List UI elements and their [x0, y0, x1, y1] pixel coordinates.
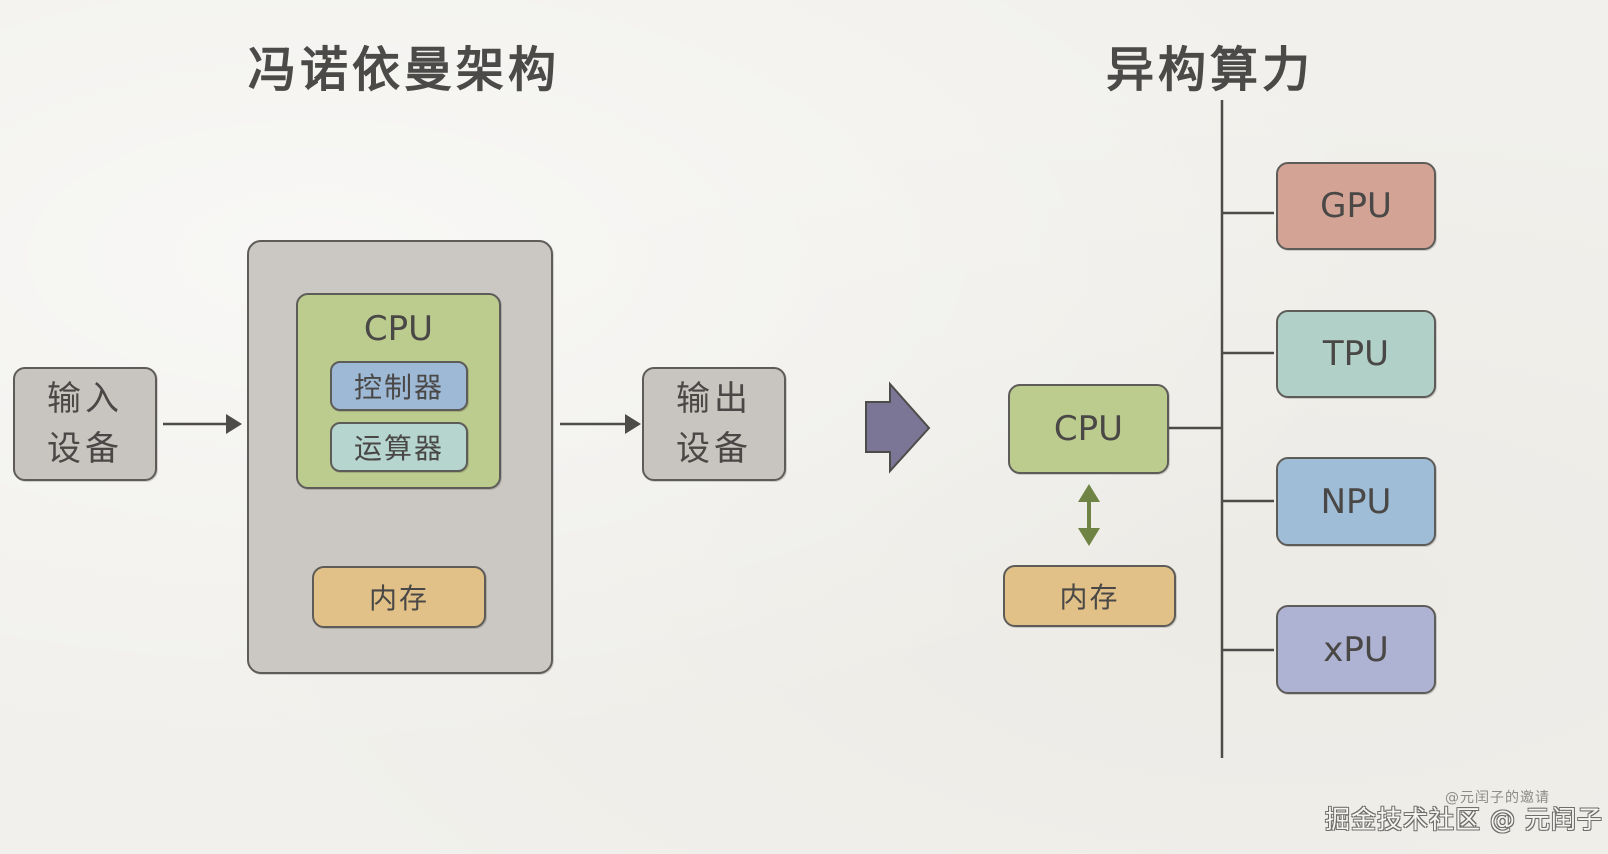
cpu-label: CPU	[363, 309, 434, 349]
gpu-box: GPU	[1276, 162, 1436, 250]
memory-label-left: 内存	[368, 582, 429, 615]
npu-label: NPU	[1320, 481, 1392, 522]
npu-box: NPU	[1276, 457, 1436, 546]
hetero-cpu-label: CPU	[1053, 409, 1124, 449]
input-device-box: 输入 设备	[13, 367, 157, 481]
alu-box: 运算器	[330, 422, 468, 472]
watermark-sub: @元闰子的邀请	[1445, 790, 1550, 806]
title-heterogeneous: 异构算力	[1106, 42, 1315, 98]
input-device-label-2: 设备	[47, 429, 123, 469]
alu-label: 运算器	[353, 432, 444, 465]
arrow-input-to-cpu-head	[226, 414, 242, 434]
output-device-label-1: 输出	[676, 379, 752, 419]
controller-box: 控制器	[330, 361, 468, 411]
tpu-label: TPU	[1322, 334, 1390, 374]
xpu-box: xPU	[1276, 605, 1436, 694]
output-device-label-2: 设备	[676, 429, 752, 469]
memory-box-right: 内存	[1003, 565, 1176, 627]
gpu-label: GPU	[1320, 186, 1392, 226]
tpu-box: TPU	[1276, 310, 1436, 398]
arrow-cpu-to-output-head	[625, 414, 641, 434]
title-von-neumann: 冯诺依曼架构	[248, 42, 561, 98]
memory-label-right: 内存	[1059, 581, 1120, 614]
xpu-label: xPU	[1323, 629, 1389, 670]
bidir-arrow-right-down	[1078, 528, 1100, 546]
input-device-label-1: 输入	[47, 379, 123, 419]
controller-label: 控制器	[353, 371, 444, 404]
watermark-main: 掘金技术社区 @ 元闰子	[1325, 805, 1603, 834]
transition-arrow-icon	[865, 381, 931, 474]
output-device-box: 输出 设备	[642, 367, 786, 481]
hetero-cpu-box: CPU	[1008, 384, 1169, 474]
bidir-arrow-right-up	[1078, 484, 1100, 502]
memory-box-left: 内存	[312, 566, 486, 628]
